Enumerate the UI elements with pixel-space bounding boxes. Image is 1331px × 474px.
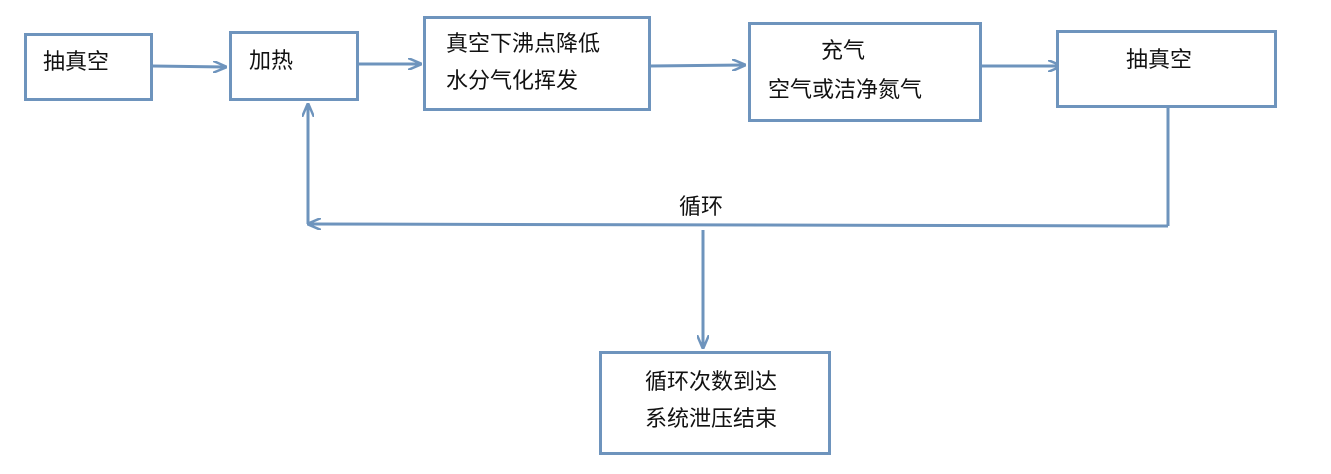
step-vaporize [423, 16, 651, 111]
loop-label: 循环 [679, 195, 724, 220]
step-finish-line-1: 循环次数到达 [645, 370, 778, 395]
step-refill-line-1: 充气 [821, 39, 866, 64]
arrow-vaporize-to-refill [649, 65, 745, 66]
step-evacuate-2-label: 抽真空 [1126, 48, 1193, 73]
step-heating [229, 31, 359, 101]
loop-line-return [308, 224, 1169, 226]
step-vaporize-line-1: 真空下沸点降低 [446, 32, 601, 57]
step-refill-line-2: 空气或洁净氮气 [768, 78, 923, 103]
step-evacuate-1 [24, 33, 153, 101]
step-vaporize-line-2: 水分气化挥发 [446, 69, 579, 94]
step-finish [599, 351, 831, 455]
arrow-evacuate-to-heating [151, 66, 226, 67]
step-refill [748, 22, 982, 122]
step-evacuate-2 [1056, 30, 1277, 108]
step-evacuate-1-label: 抽真空 [43, 50, 110, 75]
step-finish-line-2: 系统泄压结束 [645, 407, 778, 432]
step-heating-label: 加热 [249, 49, 294, 74]
